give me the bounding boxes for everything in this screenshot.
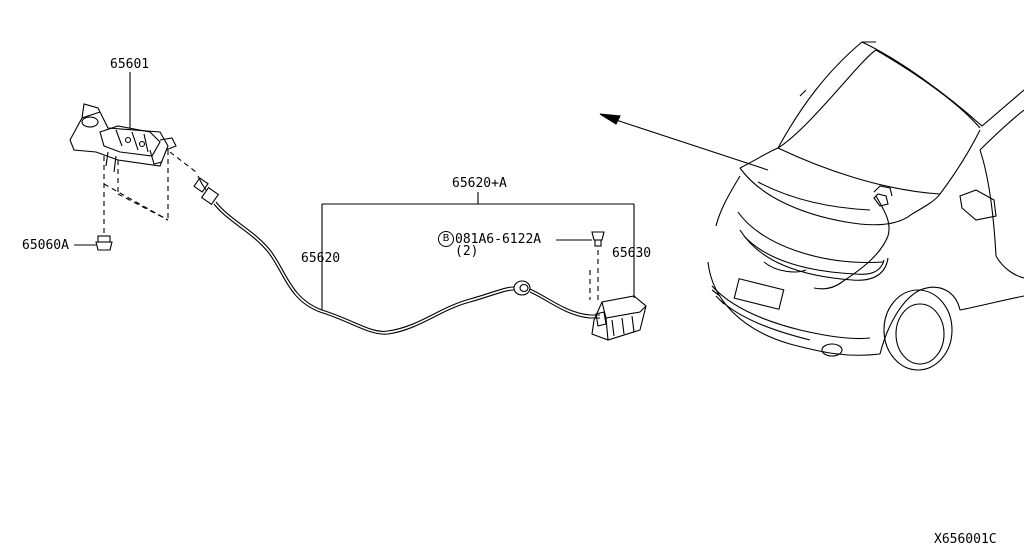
- hood-lock-assembly: [69, 103, 177, 173]
- handle-projection-lines: [589, 250, 599, 304]
- bolt-65060a: [95, 235, 113, 251]
- part-label-cable-assembly: 65620+A: [452, 176, 507, 191]
- direction-arrow: [599, 113, 769, 171]
- part-label-hood-lock: 65601: [110, 57, 150, 72]
- diagram-id: X656001C: [934, 532, 997, 547]
- fastener-code-badge: B: [438, 231, 454, 247]
- part-label-bolt: 65060A: [22, 238, 69, 253]
- release-cable: [193, 175, 600, 335]
- part-label-cable: 65620: [301, 251, 341, 266]
- screw-081a6: [591, 231, 605, 247]
- part-label-fastener: 081A6-6122A: [455, 232, 542, 247]
- part-label-fastener-qty: (2): [455, 244, 479, 259]
- part-label-release-handle: 65630: [612, 246, 652, 261]
- vehicle-illustration: [707, 41, 1024, 371]
- release-handle: [591, 295, 647, 341]
- assembly-bracket: [321, 192, 635, 310]
- lock-projection-lines: [103, 150, 197, 236]
